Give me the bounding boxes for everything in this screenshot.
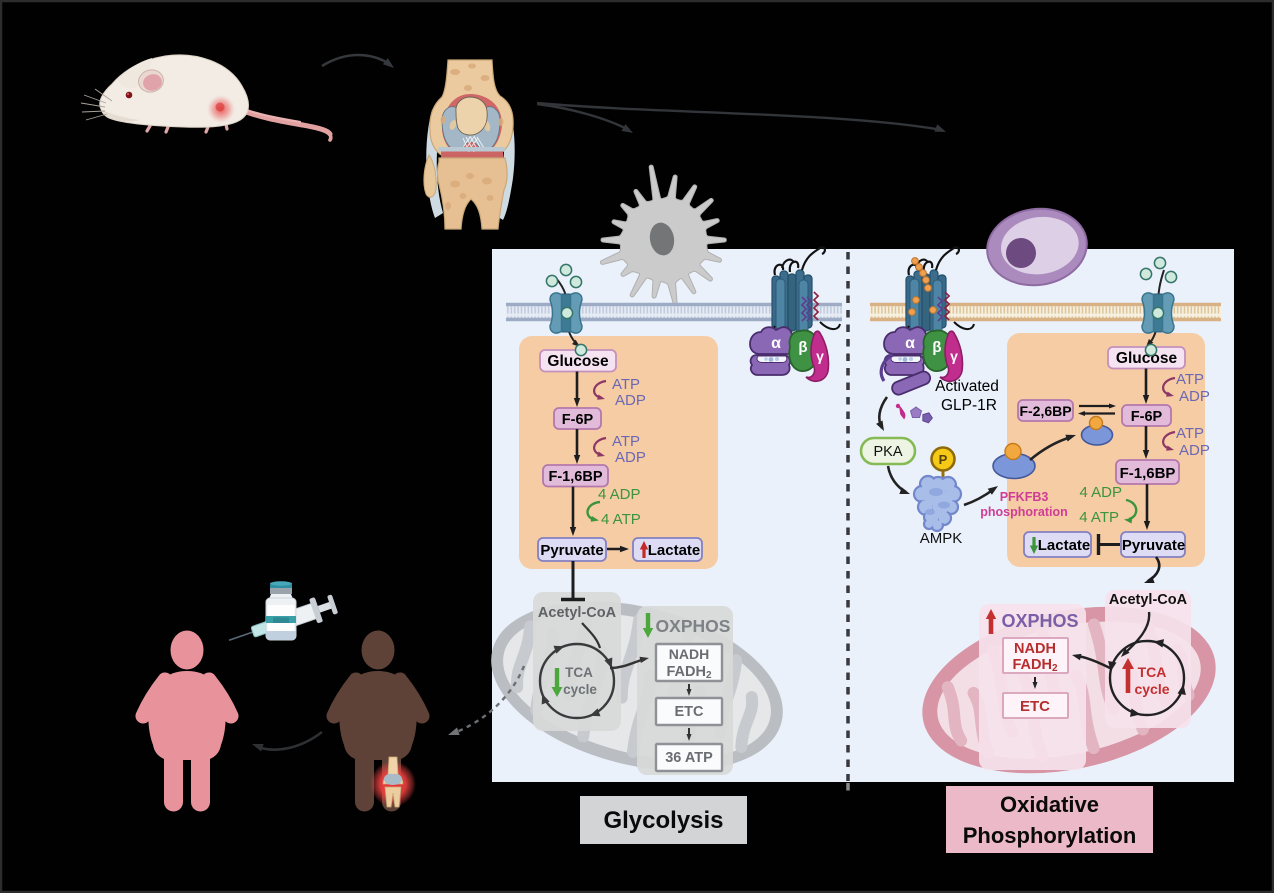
svg-text:ADP: ADP [615, 392, 646, 409]
svg-text:Acetyl-CoA: Acetyl-CoA [1109, 592, 1188, 608]
svg-text:NADH: NADH [669, 646, 709, 662]
svg-text:Lactate: Lactate [1038, 537, 1091, 554]
svg-text:ETC: ETC [1020, 698, 1050, 715]
svg-text:F-1,6BP: F-1,6BP [1120, 465, 1176, 482]
svg-text:Glucose: Glucose [1116, 350, 1178, 367]
svg-text:F-6P: F-6P [562, 412, 594, 428]
svg-text:GLP-1R: GLP-1R [941, 397, 997, 414]
svg-text:ATP: ATP [612, 433, 640, 450]
svg-text:AMPK: AMPK [920, 530, 963, 547]
svg-text:4 ATP: 4 ATP [601, 511, 641, 528]
svg-text:OXPHOS: OXPHOS [1001, 611, 1078, 631]
svg-text:FADH2: FADH2 [666, 664, 711, 681]
svg-text:cycle: cycle [563, 682, 597, 697]
svg-text:cycle: cycle [1134, 681, 1169, 697]
svg-text:P: P [939, 452, 948, 467]
svg-text:Glycolysis: Glycolysis [603, 807, 723, 834]
svg-text:ATP: ATP [1176, 371, 1204, 388]
svg-text:α: α [905, 335, 915, 352]
svg-text:γ: γ [950, 348, 958, 364]
svg-text:NADH: NADH [1014, 641, 1056, 657]
svg-text:4 ADP: 4 ADP [1079, 484, 1122, 501]
svg-text:Pyruvate: Pyruvate [540, 542, 603, 559]
svg-text:β: β [932, 339, 941, 356]
svg-text:TCA: TCA [1138, 664, 1167, 680]
svg-text:F-1,6BP: F-1,6BP [549, 469, 603, 485]
svg-text:Pyruvate: Pyruvate [1122, 537, 1185, 554]
svg-text:ADP: ADP [1179, 442, 1210, 459]
svg-text:ADP: ADP [1179, 388, 1210, 405]
svg-text:Phosphorylation: Phosphorylation [963, 823, 1137, 848]
svg-text:Glucose: Glucose [547, 353, 609, 370]
svg-text:Oxidative: Oxidative [1000, 792, 1099, 817]
svg-text:Acetyl-CoA: Acetyl-CoA [538, 605, 617, 621]
svg-text:FADH2: FADH2 [1012, 657, 1057, 674]
svg-text:F-6P: F-6P [1131, 409, 1163, 425]
svg-text:TCA: TCA [565, 665, 593, 680]
svg-text:OXPHOS: OXPHOS [656, 616, 731, 636]
svg-text:PKA: PKA [873, 444, 902, 460]
svg-text:Lactate: Lactate [648, 542, 701, 559]
svg-text:β: β [798, 339, 807, 356]
svg-text:γ: γ [816, 348, 824, 364]
svg-text:ATP: ATP [612, 376, 640, 393]
svg-text:ATP: ATP [1176, 425, 1204, 442]
svg-text:phosphoration: phosphoration [980, 505, 1068, 519]
svg-text:Activated: Activated [935, 378, 999, 395]
svg-text:F-2,6BP: F-2,6BP [1019, 403, 1071, 419]
svg-text:36 ATP: 36 ATP [665, 750, 713, 766]
svg-text:α: α [771, 335, 781, 352]
svg-text:PFKFB3: PFKFB3 [1000, 490, 1049, 504]
svg-text:ETC: ETC [675, 704, 705, 720]
svg-text:4 ATP: 4 ATP [1079, 509, 1119, 526]
svg-text:4 ADP: 4 ADP [598, 486, 641, 503]
svg-text:ADP: ADP [615, 449, 646, 466]
